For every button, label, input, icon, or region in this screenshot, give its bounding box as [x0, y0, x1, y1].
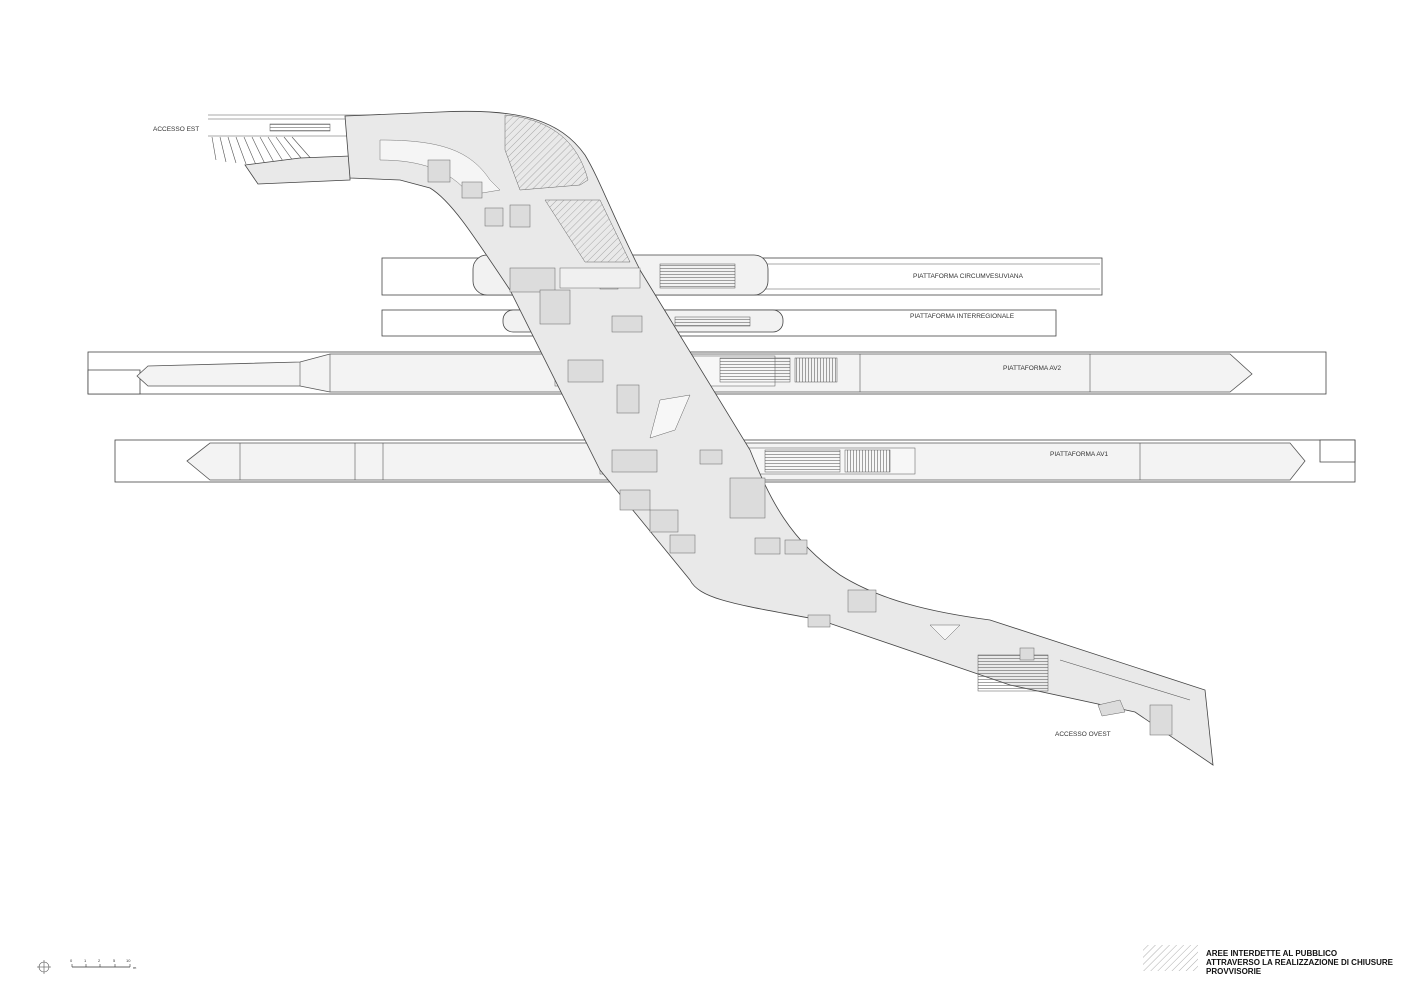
legend: AREE INTERDETTE AL PUBBLICO ATTRAVERSO L…: [1143, 945, 1394, 976]
platform-av2-label: PIATTAFORMA AV2: [1003, 365, 1062, 372]
accesso-est-label: ACCESSO EST: [153, 126, 199, 133]
platform-interregionale-label: PIATTAFORMA INTERREGIONALE: [910, 313, 1015, 320]
scale-tick-5: 5: [113, 958, 116, 963]
legend-hatch-swatch: [1143, 945, 1198, 971]
east-access-structure: [208, 114, 380, 185]
legend-line-3: PROVVISORIE: [1206, 967, 1262, 976]
scale-tick-2: 2: [98, 958, 101, 963]
legend-line-1: AREE INTERDETTE AL PUBBLICO: [1206, 949, 1337, 958]
scale-tick-1: 1: [84, 958, 87, 963]
north-arrow-icon: [37, 960, 51, 974]
platform-av1-label: PIATTAFORMA AV1: [1050, 451, 1109, 458]
scale-bar: 0 1 2 5 10 m: [70, 958, 137, 970]
scale-tick-0: 0: [70, 958, 73, 963]
legend-line-2: ATTRAVERSO LA REALIZZAZIONE DI CHIUSURE: [1206, 958, 1394, 967]
platform-circumvesuviana-label: PIATTAFORMA CIRCUMVESUVIANA: [913, 273, 1024, 280]
scale-tick-10: 10: [126, 958, 131, 963]
station-bridge: [208, 110, 1214, 766]
scale-unit: m: [133, 965, 137, 970]
accesso-ovest-label: ACCESSO OVEST: [1055, 731, 1111, 738]
